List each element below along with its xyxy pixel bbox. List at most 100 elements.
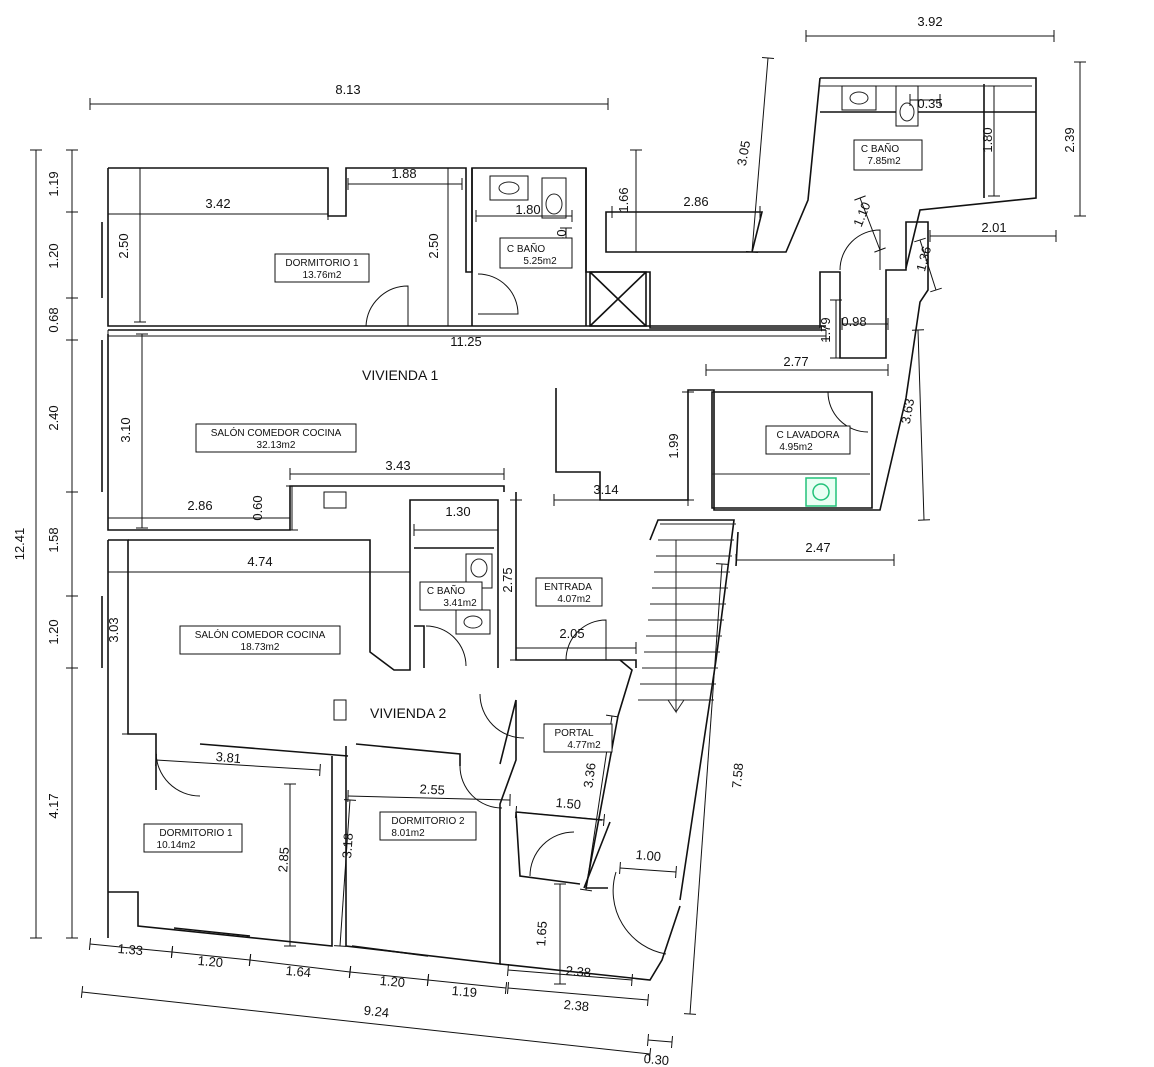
door-lavadora <box>827 391 869 433</box>
room-area: 5.25m2 <box>523 256 557 267</box>
door-bath-1 <box>477 273 519 315</box>
dimension-label: 3.42 <box>205 196 230 211</box>
vivienda-1-outer-wall <box>108 167 929 511</box>
room-label-dormitorio-2: DORMITORIO 2 8.01m2 <box>379 811 477 841</box>
dimension-label: 2.40 <box>46 405 61 430</box>
dimension-53: 1.19 <box>46 149 78 213</box>
dimension-18: 0.98 <box>841 314 889 330</box>
toilet-icon <box>895 85 919 127</box>
dimension-38: 7.58 <box>683 563 746 1015</box>
dimension-label: 1.20 <box>46 619 61 644</box>
dimension-label: 3.05 <box>734 139 753 167</box>
room-name: SALÓN COMEDOR COCINA <box>195 628 326 641</box>
bath-3-walls <box>414 547 494 668</box>
room-area: 18.73m2 <box>241 642 280 653</box>
room-area: 4.07m2 <box>557 594 591 605</box>
dimension-30: 2.75 <box>500 499 522 661</box>
dimension-27: 3.14 <box>553 482 689 506</box>
dimension-3: 2.39 <box>1062 61 1086 217</box>
dimension-28: 1.30 <box>413 504 499 536</box>
dimension-1: 3.92 <box>805 14 1055 42</box>
dimension-label: 2.86 <box>683 194 708 209</box>
room-label-c-bano-top: C BAÑO 7.85m2 <box>853 139 923 171</box>
dimension-label: 0.68 <box>46 307 61 332</box>
bath-2-counter <box>820 84 1036 198</box>
room-name: DORMITORIO 2 <box>391 816 465 827</box>
dimension-label: 1.88 <box>391 166 416 181</box>
dimension-label: 3.03 <box>106 617 121 642</box>
room-area: 3.41m2 <box>443 598 477 609</box>
room-name: C BAÑO <box>507 242 546 255</box>
dimension-label: 2.47 <box>805 540 830 555</box>
salon-1-wall <box>107 334 505 531</box>
column-icon <box>333 699 347 721</box>
dimension-label: 2.01 <box>981 220 1006 235</box>
room-area: 8.01m2 <box>391 828 425 839</box>
corridor-wall <box>107 168 826 331</box>
dimension-20: 2.77 <box>705 354 889 376</box>
room-label-c-bano-v1: C BAÑO 5.25m2 <box>499 237 573 269</box>
dimension-6: 1.66 <box>616 149 642 253</box>
room-name: PORTAL <box>554 728 594 739</box>
dimension-label: 1.20 <box>46 243 61 268</box>
dimension-label: 2.86 <box>187 498 212 513</box>
dimension-label: 1.50 <box>555 795 582 812</box>
dorm-2-top-wall <box>199 743 461 766</box>
dimension-15: 1.80 <box>475 202 573 222</box>
dimension-label: 8.13 <box>335 82 360 97</box>
dimension-label: 0.30 <box>643 1051 670 1067</box>
door-entrada <box>565 619 607 661</box>
dimension-0: 8.13 <box>89 82 609 110</box>
dimension-59: 4.17 <box>46 667 78 939</box>
door-street <box>612 871 667 955</box>
room-label-salon-v1: SALÓN COMEDOR COCINA 32.13m2 <box>195 423 357 453</box>
dimension-label: 1.99 <box>666 433 681 458</box>
dimension-4: 1.80 <box>980 85 1000 197</box>
dimension-label: 2.38 <box>565 963 592 980</box>
dimension-label: 0.98 <box>841 314 866 329</box>
dimension-label: 1.36 <box>913 245 934 273</box>
dimension-label: 1.66 <box>616 187 631 212</box>
dimension-label: 2.85 <box>275 847 292 873</box>
dimension-label: 2.77 <box>783 354 808 369</box>
dimension-label: 3.36 <box>580 762 598 789</box>
dimension-7: 2.86 <box>611 194 761 218</box>
room-area: 32.13m2 <box>257 440 296 451</box>
dimension-49: 2.38 <box>506 981 650 1014</box>
dimension-10: 1.36 <box>913 237 942 293</box>
dimension-58: 1.20 <box>46 595 78 669</box>
doors <box>155 229 881 955</box>
dimension-48: 1.19 <box>426 973 508 1000</box>
room-name: SALÓN COMEDOR COCINA <box>211 426 342 439</box>
dimension-label: 12.41 <box>12 528 27 561</box>
dimension-label: 2.39 <box>1062 127 1077 152</box>
dimension-25: 0.60 <box>250 485 298 531</box>
dimension-36: 2.55 <box>347 781 511 807</box>
door-portal <box>479 693 525 739</box>
stair-outer <box>649 519 735 901</box>
room-label-c-bano-v2: C BAÑO 3.41m2 <box>419 581 483 611</box>
dimension-label: 1.30 <box>445 504 470 519</box>
door-dorm-2b <box>459 765 503 809</box>
dimension-14: 2.50 <box>426 167 454 327</box>
room-area: 4.77m2 <box>567 740 601 751</box>
dimension-label: 7.58 <box>729 762 746 789</box>
dimension-label: 2.50 <box>426 233 441 258</box>
dimension-45: 1.20 <box>170 945 252 970</box>
dimension-57: 1.58 <box>46 491 78 597</box>
dimension-46: 1.64 <box>248 953 352 980</box>
washing-machine-icon <box>805 477 837 507</box>
sink-icon <box>455 609 491 635</box>
dimension-51: 0.30 <box>643 1033 673 1067</box>
room-area: 13.76m2 <box>303 270 342 281</box>
dimension-33: 2.05 <box>515 626 637 654</box>
dimension-24: 3.43 <box>289 458 505 480</box>
room-name: DORMITORIO 1 <box>285 258 359 269</box>
dimension-34: 3.81 <box>155 749 321 777</box>
dimension-19: 1.79 <box>818 299 842 359</box>
room-label-entrada: ENTRADA 4.07m2 <box>535 577 603 607</box>
dimension-13: 2.50 <box>116 167 146 323</box>
room-name: C LAVADORA <box>777 430 840 441</box>
dimension-label: 1.00 <box>635 847 662 864</box>
